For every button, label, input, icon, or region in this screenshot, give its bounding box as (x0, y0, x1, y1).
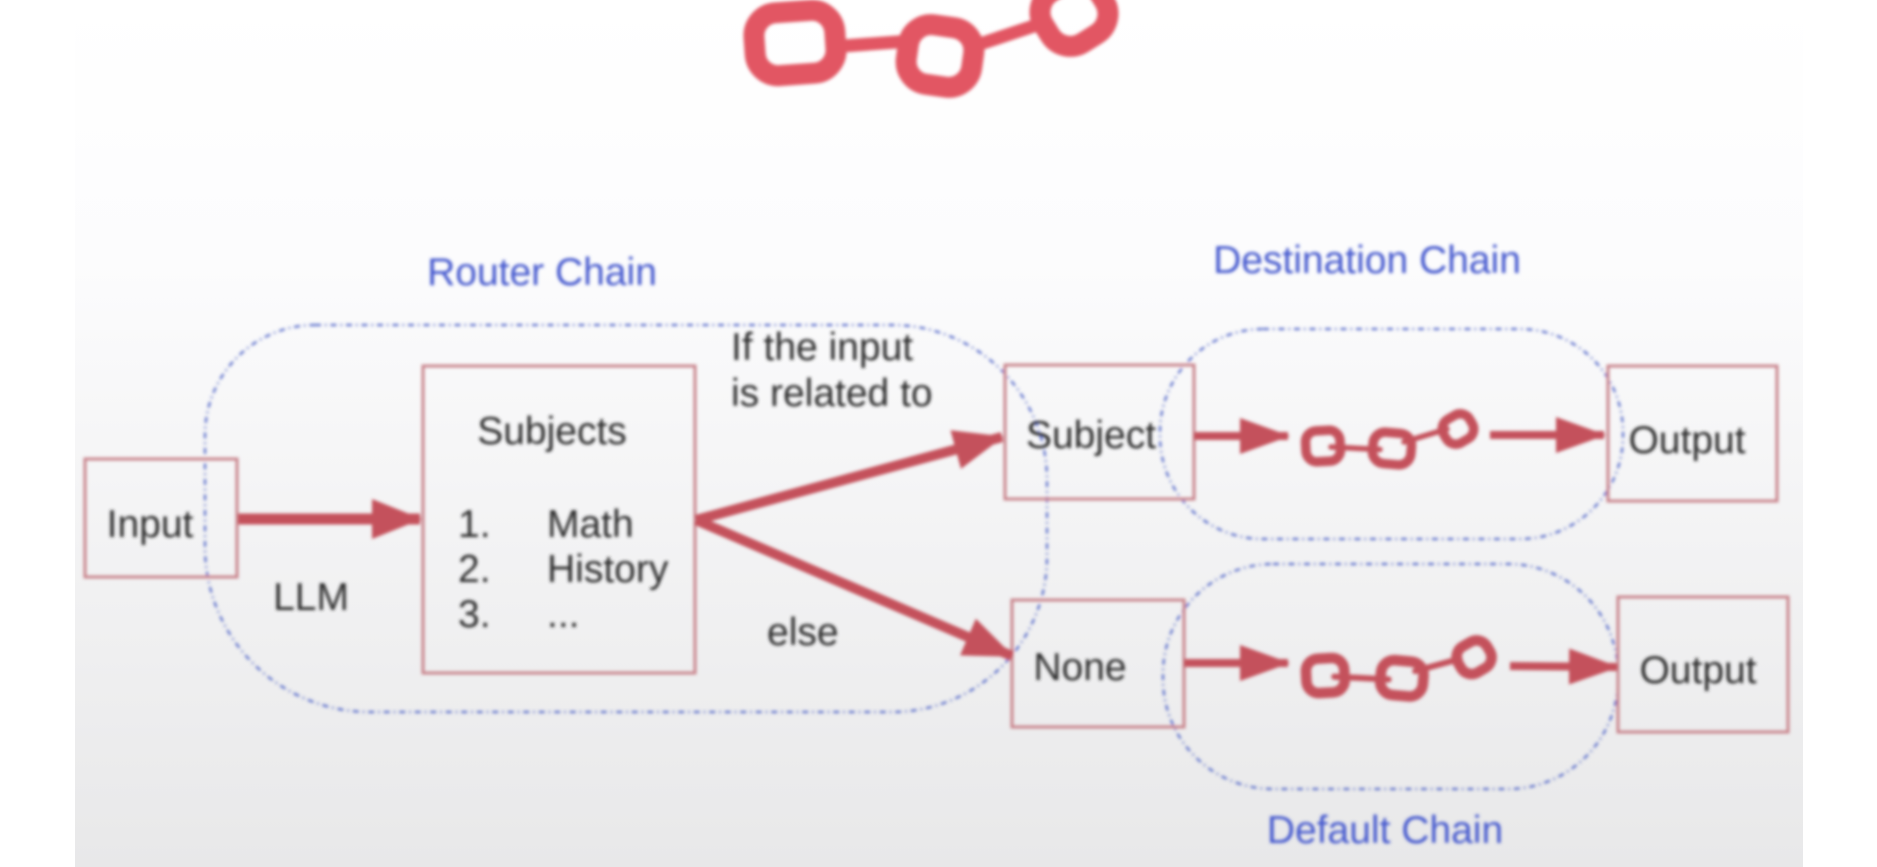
svg-text:2.: 2. (458, 548, 491, 591)
svg-text:else: else (767, 611, 839, 654)
svg-text:None: None (1033, 646, 1126, 689)
svg-text:Subject: Subject (1026, 414, 1156, 457)
svg-text:3.: 3. (458, 593, 491, 636)
svg-text:Subjects: Subjects (477, 410, 627, 453)
svg-text:LLM: LLM (273, 576, 349, 619)
svg-text:If the input: If the input (731, 326, 913, 369)
svg-text:Destination Chain: Destination Chain (1213, 239, 1521, 282)
svg-text:Router Chain: Router Chain (427, 251, 657, 294)
svg-text:1.: 1. (458, 503, 491, 546)
svg-text:History: History (547, 548, 669, 591)
svg-text:is related to: is related to (731, 372, 933, 415)
svg-text:Math: Math (547, 503, 634, 546)
svg-text:Output: Output (1628, 419, 1745, 462)
svg-text:Input: Input (107, 503, 194, 546)
svg-text:Default Chain: Default Chain (1267, 809, 1503, 852)
svg-text:Output: Output (1639, 649, 1756, 692)
svg-text:...: ... (547, 593, 580, 636)
